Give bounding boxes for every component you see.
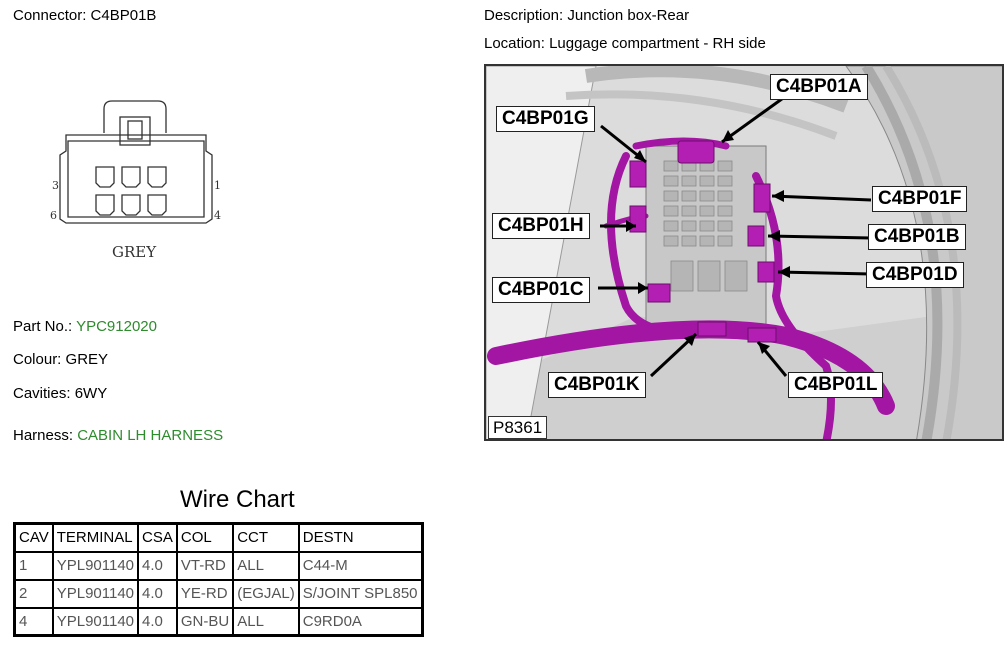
cavities-value: 6WY [74,385,108,402]
colour-value: GREY [65,351,109,368]
cell-col: VT-RD [175,550,235,581]
callout-c4bp01b: C4BP01B [868,224,966,250]
wire-chart-title: Wire Chart [180,486,295,513]
harness-line: Harness: CABIN LH HARNESS [13,427,223,445]
cell-terminal: YPL901140 [51,550,140,581]
header-col: COL [175,522,235,553]
connector-face-drawing: 3 1 6 4 GREY [50,100,221,261]
colour-line: Colour: GREY [13,351,108,369]
connector-label: Connector: [13,7,87,24]
cell-destn: C44-M [297,550,424,581]
header-terminal: TERMINAL [51,522,140,553]
callout-c4bp01f: C4BP01F [872,186,968,212]
callout-c4bp01a: C4BP01A [770,74,868,100]
connector-line: Connector: C4BP01B [13,7,156,25]
pin-label-6: 6 [50,209,57,222]
callout-c4bp01l: C4BP01L [788,372,884,398]
header-cct: CCT [232,522,300,553]
header-cav: CAV [13,522,54,553]
photo-id: P8361 [488,416,548,439]
cell-terminal: YPL901140 [51,578,140,609]
connector-value: C4BP01B [90,7,157,24]
description-label: Description: [484,7,564,24]
cell-csa: 4.0 [137,550,178,581]
cell-cav: 4 [13,606,54,637]
colour-label: Colour: [13,351,62,368]
pin-label-4: 4 [214,209,221,222]
cell-cct: ALL [232,550,300,581]
cell-destn: C9RD0A [297,606,424,637]
header-destn: DESTN [297,522,424,553]
cell-cct: ALL [232,606,300,637]
location-line: Location: Luggage compartment - RH side [484,35,766,53]
description-value: Junction box-Rear [567,7,690,24]
part-no-line: Part No.: YPC912020 [13,318,157,336]
cell-cav: 2 [13,578,54,609]
cavities-line: Cavities: 6WY [13,385,107,403]
cell-csa: 4.0 [137,606,178,637]
callout-c4bp01k: C4BP01K [548,372,646,398]
location-photo: C4BP01A C4BP01G C4BP01F C4BP01H C4BP01B … [484,64,1004,441]
junction-box-illustration [486,66,1002,439]
location-value: Luggage compartment - RH side [549,35,766,52]
cell-terminal: YPL901140 [51,606,140,637]
table-row: 4 YPL901140 4.0 GN-BU ALL C9RD0A [13,606,424,637]
wire-chart-header-row: CAV TERMINAL CSA COL CCT DESTN [13,522,424,553]
callout-c4bp01h: C4BP01H [492,213,590,239]
table-row: 2 YPL901140 4.0 YE-RD (EGJAL) S/JOINT SP… [13,578,424,609]
part-no-label: Part No.: [13,318,73,335]
location-label: Location: [484,35,545,52]
connector-face-diagram: 3 1 6 4 GREY [40,95,235,270]
part-no-value[interactable]: YPC912020 [76,318,157,335]
cell-col: GN-BU [175,606,235,637]
cell-cct: (EGJAL) [232,578,300,609]
connector-colour-label: GREY [112,243,157,261]
wire-chart-table: CAV TERMINAL CSA COL CCT DESTN 1 YPL9011… [13,522,424,637]
table-row: 1 YPL901140 4.0 VT-RD ALL C44-M [13,550,424,581]
description-line: Description: Junction box-Rear [484,7,689,25]
pin-label-1: 1 [214,179,221,192]
header-csa: CSA [137,522,178,553]
callout-c4bp01c: C4BP01C [492,277,590,303]
harness-label: Harness: [13,427,74,444]
cell-cav: 1 [13,550,54,581]
callout-c4bp01d: C4BP01D [866,262,964,288]
harness-value[interactable]: CABIN LH HARNESS [77,427,224,444]
cell-col: YE-RD [175,578,235,609]
cell-csa: 4.0 [137,578,178,609]
pin-label-3: 3 [52,179,59,192]
cell-destn: S/JOINT SPL850 [297,578,424,609]
callout-c4bp01g: C4BP01G [496,106,595,132]
cavities-label: Cavities: [13,385,71,402]
